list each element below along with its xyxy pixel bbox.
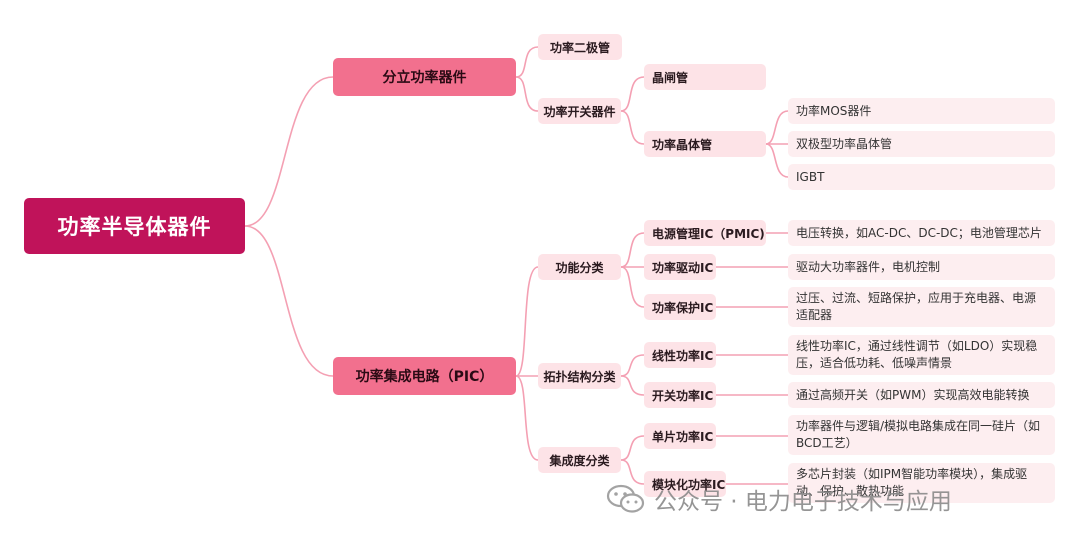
link-pic-integration <box>515 375 539 461</box>
node-power-driver-ic: 功率驱动IC <box>644 254 716 280</box>
link-function-protect <box>620 266 645 308</box>
node-thyristor: 晶闸管 <box>644 64 766 90</box>
leaf-igbt: IGBT <box>788 164 1055 190</box>
watermark: 公众号 · 电力电子技术与应用 <box>606 482 952 516</box>
leaf-modular-desc: 多芯片封装（如IPM智能功率模块），集成驱动、保护、散热功能 <box>788 463 1055 503</box>
node-function-category: 功能分类 <box>538 254 621 280</box>
wechat-icon <box>606 484 646 514</box>
node-linear-power-ic: 线性功率IC <box>644 342 716 368</box>
link-root-discrete <box>244 76 334 227</box>
node-power-diode: 功率二极管 <box>538 34 622 60</box>
link-transistor-mos <box>765 110 789 145</box>
root-node: 功率半导体器件 <box>24 198 245 254</box>
node-pmic: 电源管理IC（PMIC) <box>644 220 766 246</box>
leaf-linear-desc: 线性功率IC，通过线性调节（如LDO）实现稳压，适合低功耗、低噪声情景 <box>788 335 1055 375</box>
link-integration-mono <box>620 435 645 461</box>
link-switch-thyristor <box>620 76 645 112</box>
leaf-monolithic-desc: 功率器件与逻辑/模拟电路集成在同一硅片（如BCD工艺） <box>788 415 1055 455</box>
node-monolithic-power-ic: 单片功率IC <box>644 423 716 449</box>
leaf-switching-desc: 通过高频开关（如PWM）实现高效电能转换 <box>788 382 1055 408</box>
leaf-power-mos: 功率MOS器件 <box>788 98 1055 124</box>
link-integration-module <box>620 459 645 485</box>
node-modular-power-ic: 模块化功率IC <box>644 471 726 497</box>
link-topology-switching <box>620 375 645 396</box>
link-transistor-igbt <box>765 143 789 178</box>
link-switch-transistor <box>620 110 645 145</box>
link-topology-linear <box>620 354 645 377</box>
link-root-pic <box>244 225 334 377</box>
node-discrete-devices: 分立功率器件 <box>333 58 516 96</box>
link-discrete-diode <box>515 46 539 78</box>
leaf-protection-desc: 过压、过流、短路保护，应用于充电器、电源适配器 <box>788 287 1055 327</box>
link-function-pmic <box>620 232 645 268</box>
node-integration-category: 集成度分类 <box>538 447 621 473</box>
node-power-transistor: 功率晶体管 <box>644 131 766 157</box>
node-topology-category: 拓扑结构分类 <box>538 363 621 389</box>
node-power-switch: 功率开关器件 <box>538 98 621 124</box>
node-power-ic: 功率集成电路（PIC） <box>333 357 516 395</box>
leaf-bipolar-transistor: 双极型功率晶体管 <box>788 131 1055 157</box>
node-power-protection-ic: 功率保护IC <box>644 294 716 320</box>
node-switching-power-ic: 开关功率IC <box>644 382 716 408</box>
link-pic-function <box>515 266 539 377</box>
link-discrete-switch <box>515 76 539 112</box>
leaf-pmic-desc: 电压转换，如AC-DC、DC-DC；电池管理芯片 <box>788 220 1055 246</box>
leaf-driver-desc: 驱动大功率器件，电机控制 <box>788 254 1055 280</box>
watermark-text: 公众号 · 电力电子技术与应用 <box>654 489 952 515</box>
